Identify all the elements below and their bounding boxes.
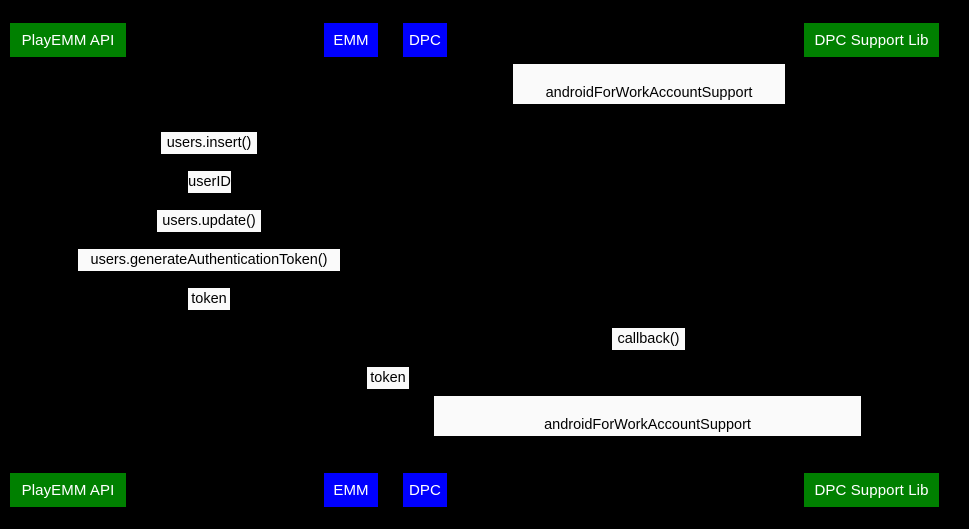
- actor-box-dpc-support-lib-top[interactable]: DPC Support Lib: [804, 23, 939, 57]
- actor-label: EMM: [333, 481, 369, 499]
- message-line-1: callback(): [617, 330, 680, 347]
- message-line-2: .addAndroidForWorkAccount(token, account…: [453, 455, 842, 471]
- message-line-1: users.insert(): [166, 134, 252, 151]
- message-line-1: users.generateAuthenticationToken(): [90, 251, 328, 268]
- actor-box-emm-bottom[interactable]: EMM: [324, 473, 378, 507]
- message-line-2: .ensureWorkingEnvironment(callback): [526, 123, 772, 139]
- message-label-generate-authentication-token[interactable]: users.generateAuthenticationToken(): [78, 249, 340, 271]
- actor-label: DPC Support Lib: [814, 31, 929, 49]
- message-label-callback[interactable]: callback(): [612, 328, 685, 350]
- message-label-add-android-for-work-account[interactable]: androidForWorkAccountSupport .addAndroid…: [434, 396, 861, 471]
- message-line-1: token: [191, 290, 227, 307]
- actor-label: EMM: [333, 31, 369, 49]
- message-label-users-update[interactable]: users.update(): [157, 210, 261, 232]
- actor-box-dpc-support-lib-bottom[interactable]: DPC Support Lib: [804, 473, 939, 507]
- message-label-users-insert[interactable]: users.insert(): [161, 132, 257, 154]
- actor-box-emm-top[interactable]: EMM: [324, 23, 378, 57]
- message-line-1: androidForWorkAccountSupport: [544, 417, 751, 433]
- actor-label: PlayEMM API: [21, 31, 115, 49]
- actor-label: PlayEMM API: [21, 481, 115, 499]
- message-line-1: users.update(): [162, 212, 256, 229]
- actor-label: DPC Support Lib: [814, 481, 929, 499]
- actor-label: DPC: [409, 31, 441, 49]
- actor-box-dpc-bottom[interactable]: DPC: [403, 473, 447, 507]
- actor-label: DPC: [409, 481, 441, 499]
- actor-box-playemm-api-top[interactable]: PlayEMM API: [10, 23, 126, 57]
- message-line-1: token: [370, 369, 406, 386]
- message-line-1: userID: [188, 173, 231, 190]
- message-label-token-to-dpc[interactable]: token: [367, 367, 409, 389]
- message-line-1: androidForWorkAccountSupport: [545, 85, 753, 101]
- message-label-ensure-working-environment[interactable]: androidForWorkAccountSupport .ensureWork…: [513, 64, 785, 139]
- actor-box-playemm-api-bottom[interactable]: PlayEMM API: [10, 473, 126, 507]
- message-label-user-id[interactable]: userID: [188, 171, 231, 193]
- message-label-token-to-emm[interactable]: token: [188, 288, 230, 310]
- actor-box-dpc-top[interactable]: DPC: [403, 23, 447, 57]
